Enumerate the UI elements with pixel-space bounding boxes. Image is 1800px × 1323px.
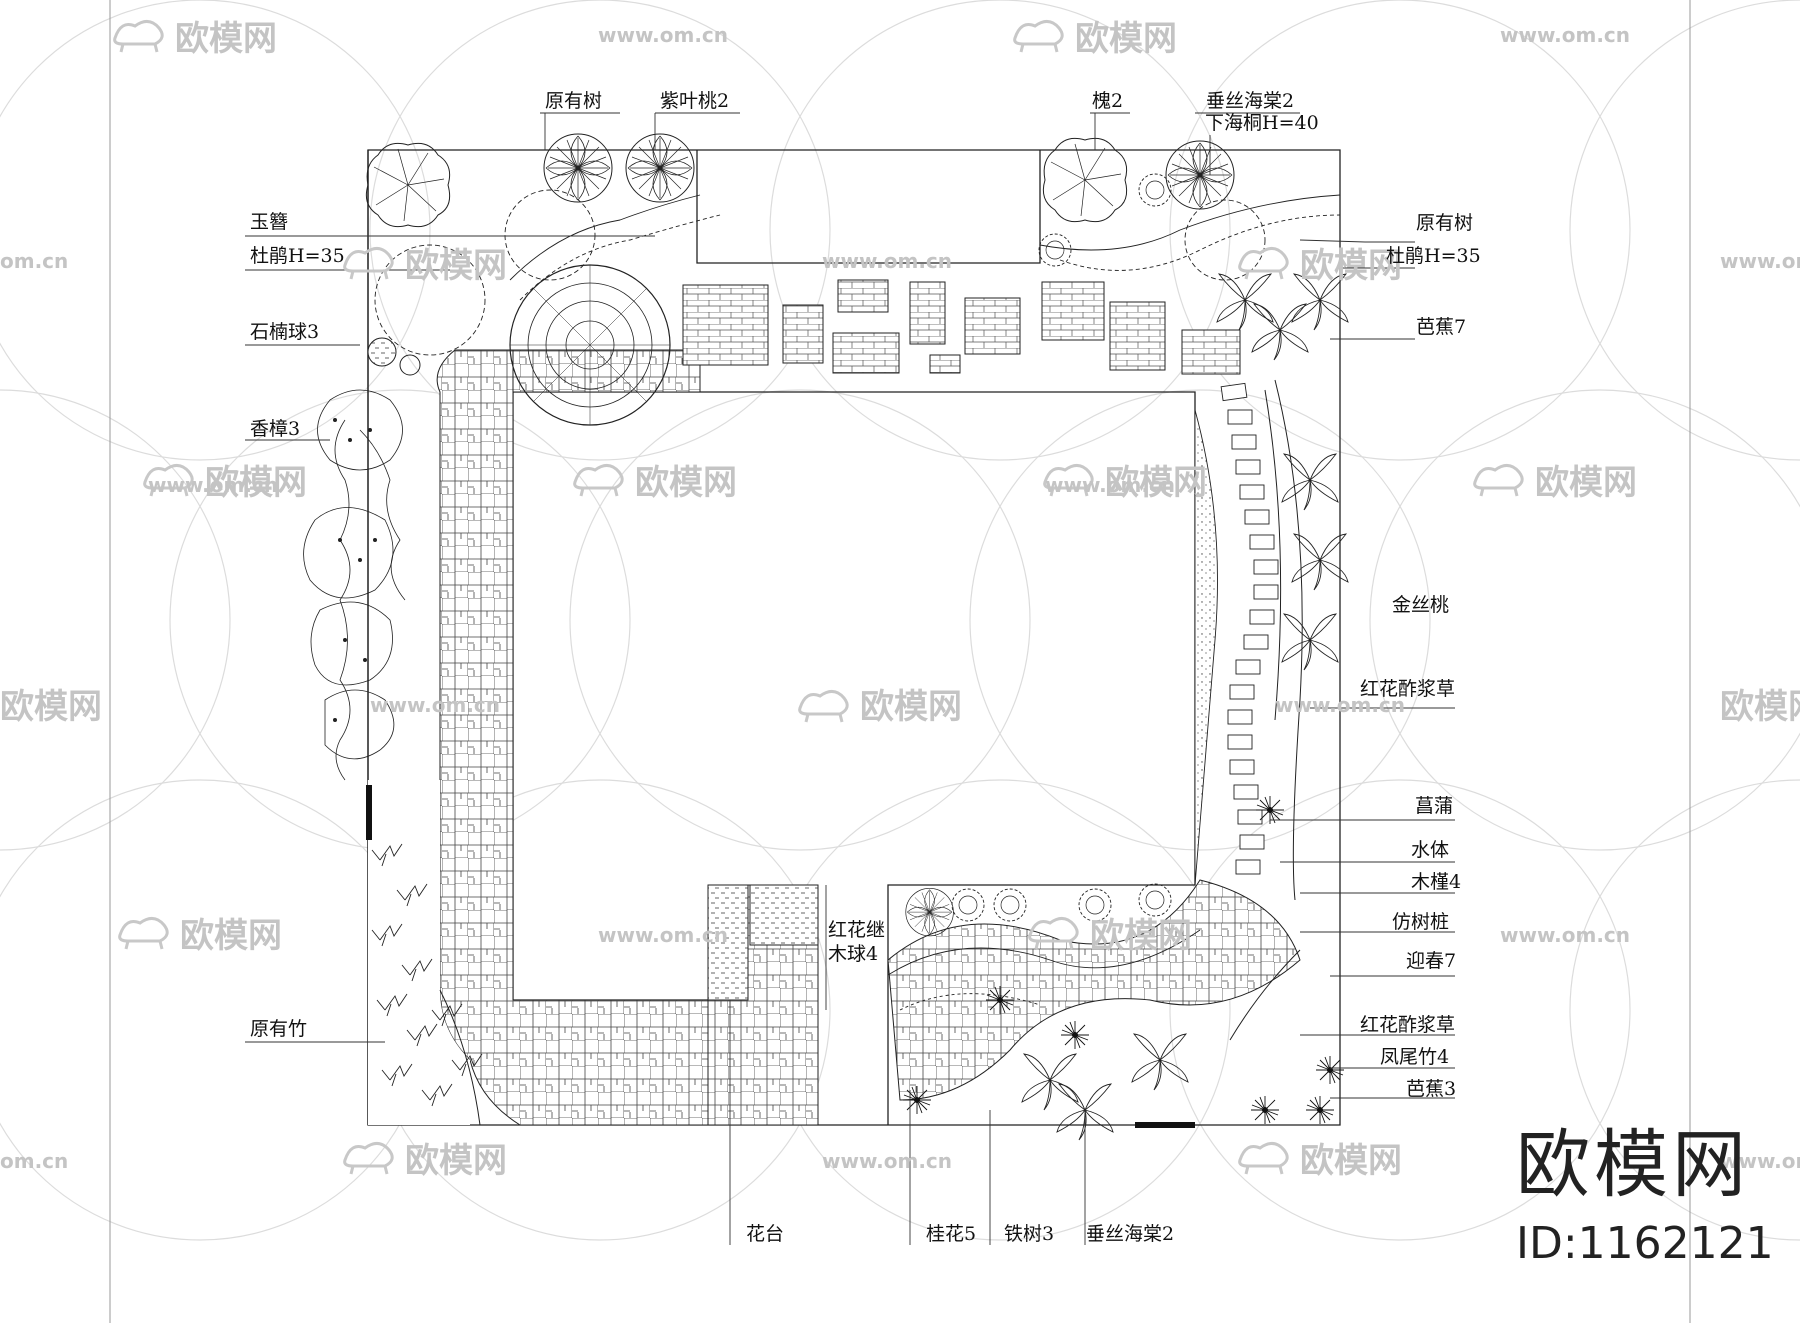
label-hongcujiang-1: 红花酢浆草: [1360, 678, 1456, 700]
wm-brand: 欧模网: [175, 19, 277, 59]
wm-brand: 欧模网: [1720, 687, 1800, 727]
label-ziyetao: 紫叶桃2: [660, 90, 730, 112]
wm-url: om.cn: [0, 249, 68, 273]
label-shinan: 石楠球3: [250, 321, 320, 343]
label-shuiti: 水体: [1411, 839, 1450, 861]
label-dujuan-left: 杜鹃H=35: [250, 245, 345, 267]
wm-url: www.om.cn: [822, 1149, 952, 1173]
wm-url: www.om.cn: [1500, 923, 1630, 947]
wm-url: www.om.cn: [1500, 23, 1630, 47]
label-hongjimu-1: 红花继: [828, 919, 886, 941]
wm-url: www.om.cn: [148, 473, 278, 497]
wm-url: www.om.cn: [598, 923, 728, 947]
wm-brand: 欧模网: [1300, 1141, 1402, 1181]
wall-segment-left: [366, 785, 372, 840]
wm-url: www.om.cn: [1275, 693, 1405, 717]
wm-brand: 欧模网: [1535, 463, 1637, 503]
flower-bed: [707, 884, 819, 1001]
label-yingchun: 迎春7: [1406, 950, 1457, 972]
bamboo-grove: [371, 843, 483, 1126]
label-yuanyoushu-top: 原有树: [545, 90, 603, 112]
trees-top-left: [365, 133, 695, 376]
wm-url: www.om.cn: [370, 693, 500, 717]
wm-brand: 欧模网: [405, 1141, 507, 1181]
circular-plaza: [509, 264, 671, 426]
brand-watermark: 欧模网: [1516, 1122, 1750, 1208]
wm-brand: 欧模网: [860, 687, 962, 727]
trees-top-right: [1038, 137, 1266, 281]
label-mujin: 木槿4: [1411, 871, 1462, 893]
label-xiahaitong: 下海桐H=40: [1205, 112, 1319, 134]
label-fengweizhu: 凤尾竹4: [1380, 1046, 1450, 1068]
stepping-stones: [1220, 382, 1279, 875]
label-yuanyouzhu: 原有竹: [250, 1018, 308, 1040]
wm-brand: 欧模网: [1105, 463, 1207, 503]
wm-brand: 欧模网: [0, 687, 102, 727]
label-chuisi-bottom: 垂丝海棠2: [1086, 1223, 1175, 1245]
label-huai: 槐2: [1092, 90, 1124, 112]
garden-paths: [509, 194, 1341, 1011]
wm-url: www.om.cn: [822, 249, 952, 273]
label-bajiao3: 芭蕉3: [1406, 1078, 1457, 1100]
wm-brand: 欧模网: [180, 916, 282, 956]
wm-url: om.cn: [0, 1149, 68, 1173]
wm-url: www.om.cn: [598, 23, 728, 47]
leader-lines: [245, 112, 1455, 1245]
wm-brand: 欧模网: [635, 463, 737, 503]
label-guihua: 桂花5: [926, 1223, 977, 1245]
label-yuzan: 玉簪: [250, 211, 289, 233]
wm-brand: 欧模网: [1075, 19, 1177, 59]
label-changpu: 菖蒲: [1415, 795, 1454, 817]
grass-strip: [1194, 409, 1218, 886]
wm-brand: 欧模网: [405, 246, 507, 286]
label-dujuan-right: 杜鹃H=35: [1386, 245, 1481, 267]
watermark-urls: www.om.cn www.om.cn om.cn www.om.cn www.…: [0, 23, 1800, 1173]
camphor-leaf-dots: [333, 418, 377, 722]
camphor-trees: [303, 389, 406, 781]
label-hongjimu-2: 木球4: [828, 943, 879, 965]
brand-id-text: ID:1162121: [1516, 1218, 1774, 1269]
label-huatai: 花台: [746, 1223, 785, 1245]
label-fangshuzhuang: 仿树桩: [1392, 911, 1450, 933]
label-hongcujiang-2: 红花酢浆草: [1360, 1014, 1456, 1036]
label-jinsitao: 金丝桃: [1392, 594, 1450, 616]
wm-brand: 欧模网: [1300, 246, 1402, 286]
wm-brand: 欧模网: [1090, 916, 1192, 956]
label-bajiao7: 芭蕉7: [1416, 316, 1467, 338]
label-chuisi-top: 垂丝海棠2: [1206, 90, 1295, 112]
wm-url: www.om.cn: [1720, 1149, 1800, 1173]
wall-segment-bottom: [1135, 1122, 1195, 1128]
wm-brand: 欧模网: [205, 463, 307, 503]
watermark-texts: 欧模网 欧模网 欧模网 欧模网 欧模网 欧模网 欧模网 欧模网 欧模网 欧模网 …: [0, 19, 1800, 1181]
label-yuanyoushu-right: 原有树: [1416, 212, 1474, 234]
label-tieshu: 铁树3: [1004, 1223, 1055, 1245]
brick-planters: [682, 279, 1241, 375]
wm-url: www.om.cn: [1720, 249, 1800, 273]
label-xiangzhang: 香樟3: [250, 418, 301, 440]
wm-url: www.om.cn: [1045, 473, 1175, 497]
